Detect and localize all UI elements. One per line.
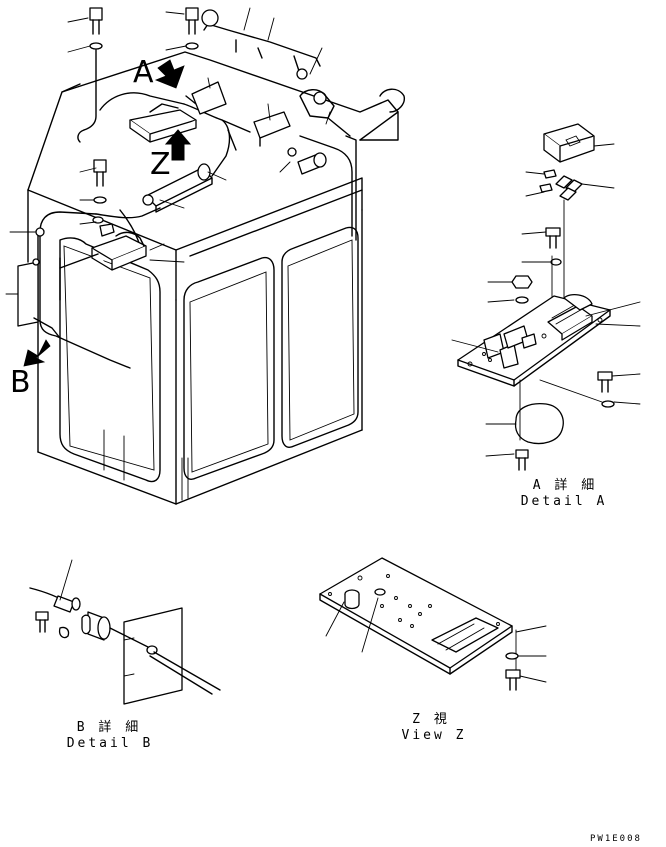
- drawing-code: PW1E008: [590, 834, 642, 844]
- view-z-assembly: [319, 557, 547, 691]
- view-z-caption-jp: Z 視: [412, 712, 450, 727]
- side-connector: [17, 227, 61, 339]
- wiring-harness: [39, 9, 357, 369]
- view-z-arrow: [164, 129, 192, 161]
- view-a-arrow: [154, 59, 185, 89]
- detail-a-assembly: [451, 123, 641, 471]
- view-b-arrow: [23, 339, 51, 367]
- view-z-caption-en: View Z: [401, 728, 467, 743]
- detail-b-caption-jp: B 詳 細: [76, 720, 142, 735]
- detail-b-assembly: [29, 559, 221, 705]
- fasteners-top: [89, 7, 199, 224]
- mount-bracket-right: [253, 111, 327, 175]
- cab-outline: [27, 51, 405, 505]
- view-b-label: B: [10, 365, 31, 400]
- detail-a-caption-jp: A 詳 細: [532, 478, 598, 493]
- view-a-label: A: [133, 55, 154, 90]
- detail-a-caption-en: Detail A: [520, 494, 608, 509]
- mid-connector-parts: [59, 194, 154, 301]
- detail-b-caption-en: Detail B: [66, 736, 154, 751]
- view-z-label: Z: [150, 147, 171, 182]
- relay-box-a: [129, 81, 227, 143]
- leader-lines-main: [5, 7, 331, 295]
